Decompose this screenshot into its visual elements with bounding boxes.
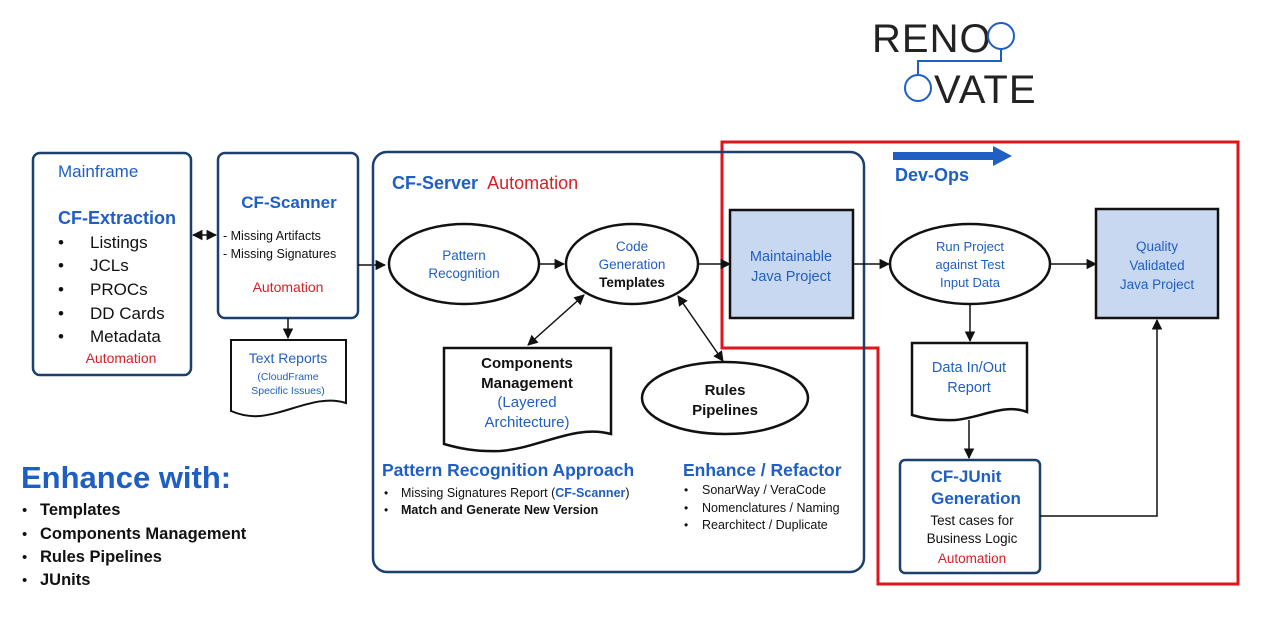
- mainframe-item: PROCs: [90, 280, 148, 299]
- svg-text:•: •: [384, 503, 388, 517]
- svg-text:•: •: [22, 526, 27, 543]
- maintainable-line: Java Project: [751, 269, 831, 285]
- scanner-automation: Automation: [253, 279, 324, 295]
- quality-line: Quality: [1136, 239, 1178, 254]
- mainframe-automation: Automation: [86, 350, 157, 366]
- arrow-codegen-rules: [677, 295, 724, 362]
- quality-line: Validated: [1129, 258, 1184, 273]
- rules-line: Rules: [705, 382, 746, 399]
- text-reports-sub: Specific Issues): [251, 385, 325, 397]
- scanner-line: - Missing Artifacts: [223, 229, 321, 243]
- components-line: (Layered: [497, 394, 556, 411]
- pattern-recognition-node: [387, 222, 541, 306]
- arrow-junit-quality: [1040, 318, 1163, 517]
- svg-text:•: •: [22, 502, 27, 519]
- mainframe-box: [31, 151, 193, 377]
- components-line: Components: [481, 355, 573, 372]
- junit-line: Business Logic: [927, 531, 1018, 546]
- mainframe-item: JCLs: [90, 256, 129, 275]
- cf-server-title: CF-Server Automation: [392, 173, 578, 193]
- cf-extraction-heading: CF-Extraction: [58, 208, 176, 228]
- cf-server-automation: Automation: [487, 173, 578, 193]
- svg-text:•: •: [684, 483, 688, 497]
- run-line: Run Project: [936, 239, 1004, 254]
- svg-text:•: •: [684, 501, 688, 515]
- components-line: Architecture): [484, 414, 569, 431]
- svg-text:•: •: [58, 256, 64, 275]
- pattern-line: Recognition: [428, 266, 499, 281]
- enhance-item: Rearchitect / Duplicate: [702, 518, 828, 532]
- quality-validated-box: [1094, 207, 1220, 320]
- pattern-line: Pattern: [442, 248, 486, 263]
- maintainable-java-project-box: [728, 208, 855, 320]
- enhance-with-item: Components Management: [40, 525, 247, 543]
- quality-line: Java Project: [1120, 277, 1195, 292]
- logo-text-vate: VATE: [934, 68, 1037, 112]
- text-reports-title: Text Reports: [249, 350, 328, 366]
- text-reports-sub: (CloudFrame: [257, 371, 318, 383]
- codegen-line: Code: [616, 239, 648, 254]
- codegen-line: Generation: [599, 257, 666, 272]
- components-line: Management: [481, 375, 573, 392]
- junit-line: Test cases for: [930, 513, 1014, 528]
- text-reports-document: [230, 339, 347, 418]
- logo-text-reno: RENO: [872, 17, 992, 61]
- devops-arrow-icon: [893, 146, 1012, 166]
- enhance-with-item: JUnits: [40, 571, 90, 589]
- run-line: against Test: [935, 257, 1005, 272]
- svg-text:•: •: [58, 233, 64, 252]
- enhance-with-list: • Templates • Components Management • Ru…: [22, 501, 247, 589]
- scanner-line: - Missing Signatures: [223, 247, 336, 261]
- approach-item-highlight: CF-Scanner: [555, 486, 625, 500]
- devops-title: Dev-Ops: [895, 165, 969, 185]
- enhance-item: SonarWay / VeraCode: [702, 483, 826, 497]
- datainout-line: Data In/Out: [932, 360, 1006, 376]
- junit-line: CF-JUnit: [931, 467, 1002, 486]
- data-in-out-report-document: [910, 341, 1029, 422]
- approach-item: Missing Signatures Report (CF-Scanner): [401, 486, 630, 500]
- run-line: Input Data: [940, 275, 1001, 290]
- cf-scanner-title: CF-Scanner: [241, 193, 337, 212]
- rules-pipelines-node: [640, 360, 810, 436]
- mainframe-title: Mainframe: [58, 162, 138, 181]
- enhance-with-title: Enhance with:: [21, 460, 231, 495]
- approach-title: Pattern Recognition Approach: [382, 460, 634, 480]
- maintainable-line: Maintainable: [750, 249, 832, 265]
- components-management-document: [442, 346, 613, 453]
- svg-text:•: •: [58, 327, 64, 346]
- enhance-with-item: Templates: [40, 501, 120, 519]
- mainframe-items: • Listings • JCLs • PROCs • DD Cards • M…: [58, 233, 165, 346]
- svg-text:•: •: [58, 304, 64, 323]
- svg-text:•: •: [384, 486, 388, 500]
- mainframe-item: DD Cards: [90, 304, 165, 323]
- mainframe-item: Metadata: [90, 327, 161, 346]
- renovate-logo: RENO VATE: [872, 17, 1037, 112]
- svg-text:•: •: [22, 549, 27, 566]
- arrow-codegen-components: [527, 294, 585, 346]
- mainframe-item: Listings: [90, 233, 148, 252]
- svg-text:•: •: [684, 518, 688, 532]
- junit-line: Generation: [931, 489, 1021, 508]
- rules-line: Pipelines: [692, 402, 758, 419]
- enhance-item: Nomenclatures / Naming: [702, 501, 840, 515]
- codegen-line: Templates: [599, 275, 665, 290]
- cf-server-name: CF-Server: [392, 173, 478, 193]
- enhance-refactor-title: Enhance / Refactor: [683, 460, 842, 480]
- approach-item: Match and Generate New Version: [401, 503, 598, 517]
- datainout-line: Report: [947, 380, 991, 396]
- junit-line: Automation: [938, 551, 1006, 566]
- svg-text:•: •: [22, 572, 27, 589]
- svg-text:•: •: [58, 280, 64, 299]
- enhance-with-item: Rules Pipelines: [40, 548, 162, 566]
- cf-server-box: [371, 150, 866, 574]
